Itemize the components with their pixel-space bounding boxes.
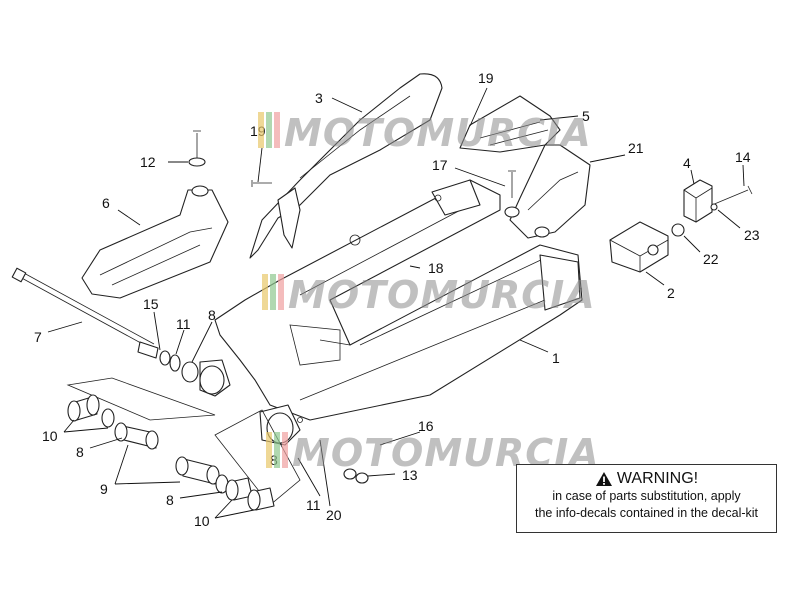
callout-22: 22 <box>703 251 719 267</box>
callout-8-left: 8 <box>76 444 84 460</box>
callout-13: 13 <box>402 467 418 483</box>
callout-10-bottom: 10 <box>194 513 210 529</box>
callout-8-top: 8 <box>208 307 216 323</box>
callout-labels: 3 19 5 21 17 19 12 6 4 14 23 22 2 1 18 7… <box>34 70 760 529</box>
callout-19-top: 19 <box>478 70 494 86</box>
callout-6: 6 <box>102 195 110 211</box>
washer-part-13b <box>355 472 369 484</box>
leader-lines <box>47 87 745 519</box>
washer-part-23 <box>710 203 718 211</box>
warning-title: WARNING! <box>616 470 699 487</box>
callout-21: 21 <box>628 140 644 156</box>
callout-10-left: 10 <box>42 428 58 444</box>
ring-part-11 <box>169 354 181 372</box>
screw-part-19-left <box>251 180 272 187</box>
callout-11-top: 11 <box>176 316 191 332</box>
callout-18: 18 <box>428 260 444 276</box>
callout-12: 12 <box>140 154 156 170</box>
protection-part-21 <box>504 144 591 239</box>
bearing-cluster-left <box>66 377 216 450</box>
callout-5: 5 <box>582 108 590 124</box>
callout-2: 2 <box>667 285 675 301</box>
watermark-text-middle: MOTOMURCIA <box>288 273 596 317</box>
warning-line-2: the info-decals contained in the decal-k… <box>534 506 759 520</box>
warning-header: WARNING! <box>517 470 776 488</box>
watermark-top: MOTOMURCIA <box>258 111 592 155</box>
callout-17: 17 <box>432 157 448 173</box>
spacer-part-15 <box>159 350 171 366</box>
bearing-cluster-right <box>175 409 301 511</box>
screw-part-12 <box>193 130 201 162</box>
callout-23: 23 <box>744 227 760 243</box>
callout-14: 14 <box>735 149 751 165</box>
callout-7: 7 <box>34 329 42 345</box>
warning-box: WARNING! in case of parts substitution, … <box>516 464 777 533</box>
chain-adjuster-part-2 <box>609 221 669 273</box>
pivot-pin-part-7 <box>11 267 159 359</box>
callout-3: 3 <box>315 90 323 106</box>
bushing-part-8 <box>181 361 199 383</box>
callout-11-bottom: 11 <box>306 497 321 513</box>
washer-part-13a <box>343 468 357 480</box>
screw-part-17 <box>508 170 516 198</box>
chain-guard-part-6 <box>81 185 229 299</box>
callout-8-bottom: 8 <box>166 492 174 508</box>
nut-part-22 <box>671 223 685 237</box>
mudguard-part-3 <box>249 73 443 259</box>
callout-20: 20 <box>326 507 342 523</box>
warning-line-1: in case of parts substitution, apply <box>552 489 741 503</box>
warning-triangle-icon <box>595 472 612 486</box>
washer-part-12 <box>188 157 206 167</box>
callout-9: 9 <box>100 481 108 497</box>
bolt-part-14 <box>711 185 753 206</box>
callout-15: 15 <box>143 296 159 312</box>
adjuster-block-part-4 <box>683 179 713 223</box>
swingarm-part-1 <box>199 179 583 446</box>
callout-1: 1 <box>552 350 560 366</box>
chain-cover-part-19 <box>459 95 561 153</box>
watermark-text-top: MOTOMURCIA <box>284 111 592 155</box>
callout-16: 16 <box>418 418 434 434</box>
callout-4: 4 <box>683 155 691 171</box>
watermark-middle: MOTOMURCIA <box>262 273 596 317</box>
